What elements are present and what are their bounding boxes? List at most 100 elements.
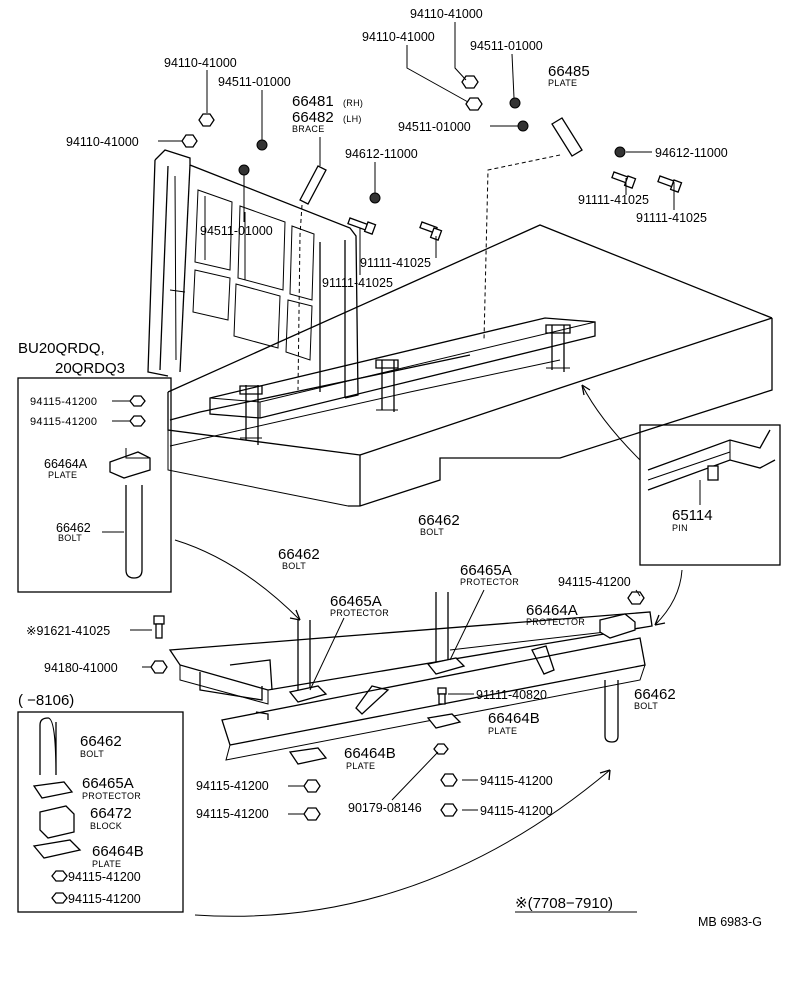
label-94511-01000-left: 94511-01000	[218, 75, 291, 89]
label-66464B-b-sub: PLATE	[346, 761, 375, 771]
inset-a-title-line1: BU20QRDQ,	[18, 340, 105, 357]
label-66482-lh: (LH)	[343, 114, 362, 124]
label-91111-41025-mid: 91111-41025	[360, 256, 431, 270]
inset-b-label-66472-sub: BLOCK	[90, 821, 122, 831]
label-65114: 65114	[672, 507, 713, 524]
label-66485-sub: PLATE	[548, 78, 577, 88]
label-90179-08146: 90179-08146	[348, 801, 422, 815]
bed-u-bolts	[239, 324, 571, 445]
label-66464A-sub: PROTECTOR	[526, 617, 585, 627]
nut-icon	[129, 415, 146, 427]
inset-a-label-66464A: 66464A	[44, 457, 88, 471]
arrow-inset-a	[174, 539, 301, 621]
label-91111-41025-r2: 91111-41025	[636, 211, 707, 225]
inset-b-label-66464B-sub: PLATE	[92, 859, 121, 869]
frame-hardware	[150, 591, 645, 821]
washer-icon	[517, 120, 529, 132]
label-66482-sub: BRACE	[292, 124, 325, 134]
inset-b-label-66465A-sub: PROTECTOR	[82, 791, 141, 801]
arrow-inset-b	[194, 769, 611, 917]
truck-bed	[167, 224, 773, 507]
nut-icon	[198, 113, 215, 127]
label-66462-c-sub: BOLT	[634, 701, 658, 711]
label-94115-41200-l2: 94115-41200	[196, 807, 269, 821]
label-94110-41000-far-left: 94110-41000	[66, 135, 139, 149]
label-91111-41025-left: 91111-41025	[322, 276, 393, 290]
nut-icon	[440, 773, 458, 787]
leader-lines-lower	[130, 589, 641, 815]
label-66464B-a: 66464B	[488, 710, 540, 727]
nut-icon	[51, 870, 68, 882]
inset-a-label-66464A-sub: PLATE	[48, 470, 77, 480]
inset-b-label-66472: 66472	[90, 805, 132, 822]
u-bolt-part	[125, 485, 143, 579]
inset-b-label-66464B: 66464B	[92, 843, 144, 860]
inset-b-label-66462-sub: BOLT	[80, 749, 104, 759]
label-66481-rh: (RH)	[343, 98, 363, 108]
label-66462-b-sub: BOLT	[420, 527, 444, 537]
inset-b-label-66465A: 66465A	[82, 775, 134, 792]
label-94115-41200-r2: 94115-41200	[480, 804, 553, 818]
label-94115-41200-top: 94115-41200	[558, 575, 631, 589]
label-66462-a: 66462	[278, 546, 320, 563]
date-note: ※(7708−7910)	[515, 895, 613, 912]
washer-icon	[509, 97, 521, 109]
label-66482: 66482	[292, 109, 334, 126]
washer-icon	[238, 164, 250, 176]
inset-b-title: ( −8106)	[18, 692, 74, 709]
nut-icon	[465, 97, 483, 111]
plate-part	[109, 451, 151, 479]
label-94110-41000-top: 94110-41000	[410, 7, 483, 21]
diagram-code: MB 6983-G	[698, 915, 762, 929]
label-66485: 66485	[548, 63, 590, 80]
pin-part	[707, 465, 719, 481]
label-65114-sub: PIN	[672, 523, 688, 533]
washer-icon	[256, 139, 268, 151]
label-66464A: 66464A	[526, 602, 578, 619]
u-bolt-part	[604, 680, 619, 743]
bolt-icon	[611, 171, 637, 189]
plate-part	[32, 839, 82, 859]
bolt-icon	[419, 221, 443, 241]
label-91621-41025: ※91621-41025	[26, 624, 110, 638]
headboard	[147, 149, 359, 399]
plate-part	[288, 747, 328, 765]
protector-part	[426, 657, 466, 675]
nut-icon	[303, 807, 321, 821]
label-94511-01000-mid: 94511-01000	[398, 120, 471, 134]
protector-part	[599, 613, 636, 639]
nut-icon	[627, 591, 645, 605]
label-66465A-a: 66465A	[330, 593, 382, 610]
label-66464B-a-sub: PLATE	[488, 726, 517, 736]
label-91111-41025-r1: 91111-41025	[578, 193, 649, 207]
label-66481: 66481	[292, 93, 334, 110]
inset-b-label-66462: 66462	[80, 733, 122, 750]
label-94110-41000-left: 94110-41000	[164, 56, 237, 70]
washer-icon	[614, 146, 626, 158]
leader-lines-top	[158, 22, 675, 275]
protector-part	[288, 685, 328, 703]
label-66462-a-sub: BOLT	[282, 561, 306, 571]
inset-a-label-94115-2: 94115-41200	[30, 416, 97, 428]
brace-part	[299, 165, 327, 205]
top-hardware	[181, 75, 683, 241]
nut-icon	[440, 803, 458, 817]
label-66465A-b-sub: PROTECTOR	[460, 577, 519, 587]
label-66464B-b: 66464B	[344, 745, 396, 762]
arrow-to-pin	[581, 384, 641, 461]
label-66462-b: 66462	[418, 512, 460, 529]
plate-part	[551, 117, 583, 157]
label-66465A-a-sub: PROTECTOR	[330, 608, 389, 618]
nut-icon	[461, 75, 479, 89]
nut-icon	[129, 395, 146, 407]
block-part	[39, 805, 75, 839]
nut-icon	[181, 134, 198, 148]
label-91111-40820: 91111-40820	[476, 688, 547, 702]
label-94115-41200-r1: 94115-41200	[480, 774, 553, 788]
protector-part	[32, 781, 74, 799]
bolt-icon	[347, 217, 377, 235]
label-94511-01000-low: 94511-01000	[200, 224, 273, 238]
u-bolt-part	[39, 717, 57, 776]
label-94612-11000-mid: 94612-11000	[345, 147, 418, 161]
